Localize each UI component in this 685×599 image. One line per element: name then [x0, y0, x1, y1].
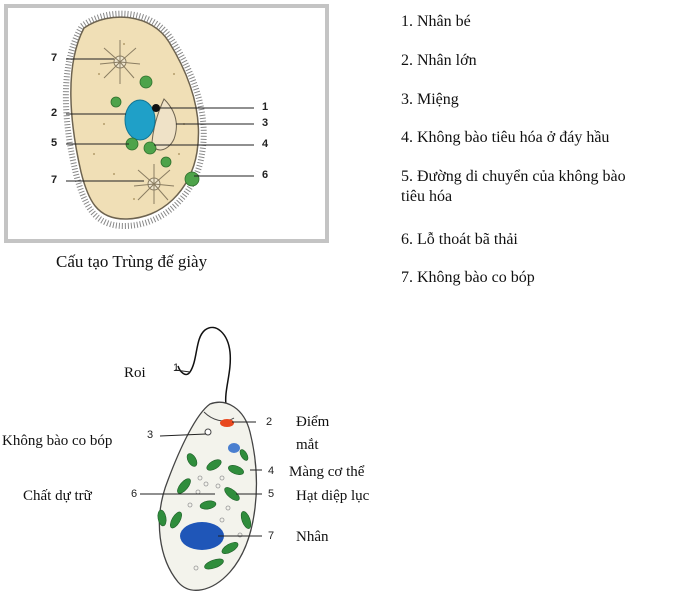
legend-item-3: 3. Miệng [401, 90, 459, 109]
macronucleus [124, 99, 156, 141]
legend-item-2: 2. Nhân lớn [401, 51, 477, 70]
cilia [62, 10, 207, 230]
legend-item-4: 4. Không bào tiêu hóa ở đáy hầu [401, 128, 609, 147]
paramecium-label-5: 5 [51, 137, 58, 149]
euglena-label-mang-co-the: Màng cơ thể [289, 464, 365, 480]
paramecium-label-7-top: 7 [51, 52, 58, 64]
legend-text: Miệng [417, 91, 459, 108]
euglena-diagram [140, 326, 262, 591]
euglena-number-6: 6 [131, 488, 138, 500]
legend-number: 5. [401, 168, 413, 185]
paramecium-label-7-bottom: 7 [51, 174, 58, 186]
legend-text: Không bào co bóp [417, 269, 535, 286]
legend-item-6: 6. Lỗ thoát bã thải [401, 230, 518, 249]
flagellum [177, 326, 232, 406]
legend-item-5: 5. Đường di chuyển của không bào [401, 167, 626, 186]
euglena-label-khong-bao-co-bop: Không bào co bóp [2, 433, 113, 449]
legend-text: Nhân lớn [417, 52, 477, 69]
chloroplasts [157, 449, 252, 570]
paramecium-leader-lines [66, 58, 254, 182]
cytoplasm-dots [93, 43, 185, 200]
euglena-number-1: 1 [173, 362, 180, 374]
paramecium-caption: Cấu tạo Trùng đế giày [56, 252, 208, 271]
micronucleus [152, 104, 160, 112]
legend-number: 1. [401, 13, 413, 30]
legend-number: 2. [401, 52, 413, 69]
food-vacuoles [110, 75, 200, 187]
euglena-label-diem-mat-1: Điểm [296, 414, 330, 430]
contractile-vacuole-bottom [133, 164, 175, 204]
euglena-number-5: 5 [268, 488, 275, 500]
oral-groove [151, 98, 177, 151]
euglena-label-diem-mat-2: mắt [296, 437, 319, 453]
paramecium-label-4: 4 [262, 138, 269, 150]
legend-item-1: 1. Nhân bé [401, 12, 471, 31]
paramecium-diagram [62, 10, 254, 230]
legend-text: Lỗ thoát bã thải [417, 231, 518, 248]
legend-item-5-continuation: tiêu hóa [401, 188, 453, 205]
legend-number: 6. [401, 231, 413, 248]
euglena-number-3: 3 [147, 429, 154, 441]
eye-spot [220, 419, 234, 427]
contractile-vacuole [204, 428, 212, 436]
euglena-label-hat-diep-luc: Hạt diệp lục [296, 488, 370, 504]
legend-number: 3. [401, 91, 413, 108]
legend-item-7: 7. Không bào co bóp [401, 268, 535, 287]
euglena-leader-lines [140, 369, 262, 537]
legend-number: 7. [401, 269, 413, 286]
legend-text: Không bào tiêu hóa ở đáy hầu [417, 129, 610, 146]
legend-number: 4. [401, 129, 413, 146]
euglena-number-4: 4 [268, 465, 275, 477]
euglena-label-nhan: Nhân [296, 529, 329, 545]
paramecium-label-2: 2 [51, 107, 58, 119]
euglena-number-2: 2 [266, 416, 273, 428]
legend-text: Đường di chuyển của không bào [417, 168, 626, 185]
euglena-small-vacuole [228, 443, 240, 453]
paramecium-label-1: 1 [262, 101, 269, 113]
euglena-number-7: 7 [268, 530, 275, 542]
paramecium-label-6: 6 [262, 169, 269, 181]
euglena-label-chat-du-tru: Chất dự trữ [23, 488, 92, 504]
euglena-nucleus [180, 522, 224, 550]
contractile-vacuole-top [99, 40, 141, 84]
paramecium-label-3: 3 [262, 117, 269, 129]
legend-text: Nhân bé [417, 13, 471, 30]
euglena-label-roi: Roi [124, 365, 146, 381]
